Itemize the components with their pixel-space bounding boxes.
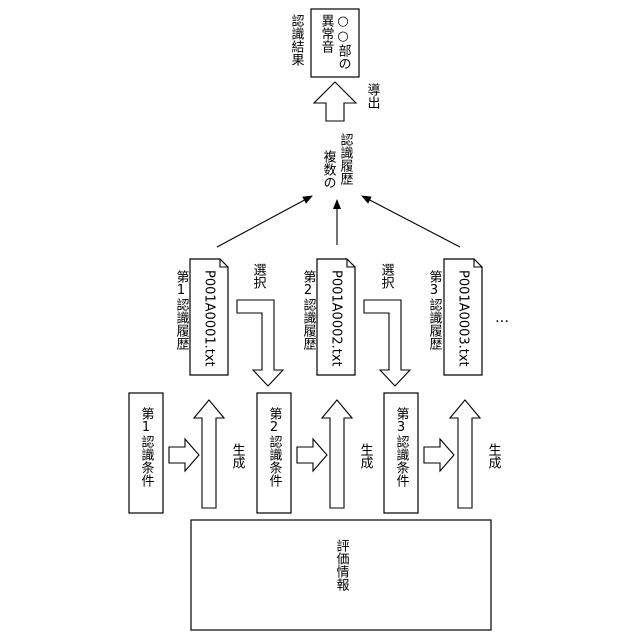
select-label-1: 選択 <box>251 263 267 289</box>
history-file-1: P001A0001.txt <box>190 259 228 375</box>
condition-to-generate-arrow-2 <box>297 439 327 471</box>
history-label-3: 第3認識履歴 <box>427 270 443 351</box>
evaluation-info-label: 評価情報 <box>334 539 350 591</box>
recognition-result-line-1: ○○部の <box>336 14 352 70</box>
recognition-result-box: ○○部の 異常音 <box>311 9 359 77</box>
history-1-to-multiple-arrow <box>217 196 312 247</box>
multiple-history-label-line-1: 複数の <box>321 149 337 189</box>
history-file-3: P001A0003.txt <box>444 259 482 375</box>
ellipsis: … <box>494 310 510 326</box>
condition-2: 第2認識条件 <box>257 393 291 513</box>
select-arrow-1 <box>237 300 283 386</box>
history-3-to-multiple-arrow <box>362 196 460 247</box>
generate-label-1: 生成 <box>230 443 246 470</box>
derive-label: 導出 <box>365 83 381 109</box>
generate-label-3: 生成 <box>486 443 502 470</box>
condition-1: 第1認識条件 <box>129 393 163 513</box>
recognition-result-line-2: 異常音 <box>319 14 335 53</box>
history-file-2: P001A0002.txt <box>317 259 355 375</box>
select-arrow-2 <box>364 300 410 386</box>
generate-label-2: 生成 <box>358 443 374 470</box>
condition-1-label: 第1認識条件 <box>139 407 155 487</box>
history-file-1-name: P001A0001.txt <box>202 270 217 367</box>
derive-arrow <box>314 82 356 121</box>
evaluation-info-box: 評価情報 <box>191 520 491 630</box>
multiple-history-label-line-2: 認識履歴 <box>338 132 354 186</box>
condition-3: 第3認識条件 <box>384 393 418 513</box>
recognition-result-label: 認識結果 <box>289 13 305 66</box>
history-label-2: 第2認識履歴 <box>301 270 317 351</box>
condition-3-label: 第3認識条件 <box>394 407 410 487</box>
condition-to-generate-arrow-1 <box>169 439 199 471</box>
condition-2-label: 第2認識条件 <box>267 407 283 487</box>
history-file-2-name: P001A0002.txt <box>329 270 344 367</box>
generate-arrow-3 <box>450 400 480 508</box>
history-file-3-name: P001A0003.txt <box>456 270 471 367</box>
select-label-2: 選択 <box>379 263 395 289</box>
condition-to-generate-arrow-3 <box>424 439 454 471</box>
history-label-1: 第1認識履歴 <box>174 270 190 351</box>
